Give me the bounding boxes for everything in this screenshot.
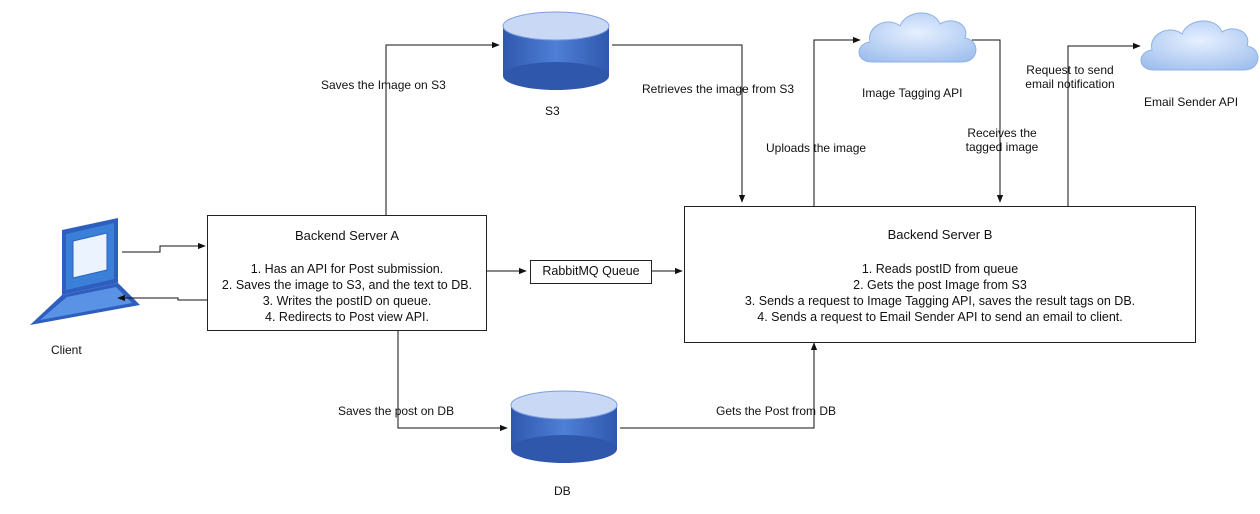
edge-label-retrieves-image: Retrieves the image from S3 bbox=[642, 82, 795, 96]
edge-label-saves-image-s3: Saves the Image on S3 bbox=[321, 78, 446, 92]
edge-server-a-to-client bbox=[117, 294, 208, 302]
edge-label-receives-tagged: Receives the tagged image bbox=[962, 126, 1042, 154]
edge-server-b-to-email-sender bbox=[1067, 42, 1141, 206]
server-a-steps: 1. Has an API for Post submission. 2. Sa… bbox=[208, 261, 486, 325]
edge-label-line: tagged image bbox=[965, 140, 1039, 154]
edge-server-b-to-image-tagging bbox=[813, 36, 861, 206]
client-label: Client bbox=[51, 343, 82, 357]
db-cylinder-icon bbox=[510, 390, 618, 463]
edge-label-line: email notification bbox=[1025, 77, 1115, 91]
rabbitmq-queue: RabbitMQ Queue bbox=[530, 260, 652, 284]
edge-server-a-to-db bbox=[397, 330, 508, 432]
edge-label-line: Receives the bbox=[967, 126, 1037, 140]
server-b-title: Backend Server B bbox=[887, 227, 993, 242]
edge-label-line: Request to send bbox=[1026, 63, 1114, 77]
server-a-step: 4. Redirects to Post view API. bbox=[265, 310, 429, 324]
server-b-step: 2. Gets the post Image from S3 bbox=[853, 278, 1027, 292]
laptop-icon bbox=[30, 218, 140, 325]
s3-cylinder-icon bbox=[502, 11, 610, 90]
image-tagging-cloud-icon bbox=[858, 12, 977, 63]
server-a-title: Backend Server A bbox=[294, 228, 400, 243]
edge-label-saves-post-db: Saves the post on DB bbox=[338, 404, 455, 418]
server-a-step: 1. Has an API for Post submission. bbox=[250, 262, 444, 276]
server-b-step: 4. Sends a request to Email Sender API t… bbox=[757, 310, 1123, 324]
server-b-step: 1. Reads postID from queue bbox=[861, 262, 1019, 276]
edge-image-tagging-to-server-b bbox=[972, 39, 1004, 203]
email-sender-cloud-icon bbox=[1140, 20, 1259, 71]
edge-server-a-to-s3 bbox=[385, 41, 500, 215]
edge-label-gets-post-db: Gets the Post from DB bbox=[716, 404, 837, 418]
s3-label: S3 bbox=[545, 104, 560, 118]
server-a-step: 2. Saves the image to S3, and the text t… bbox=[221, 278, 473, 292]
edge-label-request-email: Request to send email notification bbox=[1018, 63, 1122, 91]
backend-server-b: Backend Server B 1. Reads postID from qu… bbox=[684, 206, 1196, 343]
email-sender-label: Email Sender API bbox=[1144, 95, 1239, 109]
server-b-step: 3. Sends a request to Image Tagging API,… bbox=[744, 294, 1136, 308]
edge-client-to-server-a bbox=[122, 242, 206, 253]
image-tagging-label: Image Tagging API bbox=[862, 86, 963, 100]
server-a-step: 3. Writes the postID on queue. bbox=[262, 294, 432, 308]
edge-db-to-server-b bbox=[620, 342, 818, 429]
backend-server-a: Backend Server A 1. Has an API for Post … bbox=[207, 215, 487, 331]
db-label: DB bbox=[554, 484, 571, 498]
server-b-steps: 1. Reads postID from queue 2. Gets the p… bbox=[685, 261, 1195, 325]
edge-s3-to-server-b bbox=[612, 44, 746, 203]
edge-label-uploads-image: Uploads the image bbox=[766, 141, 867, 155]
